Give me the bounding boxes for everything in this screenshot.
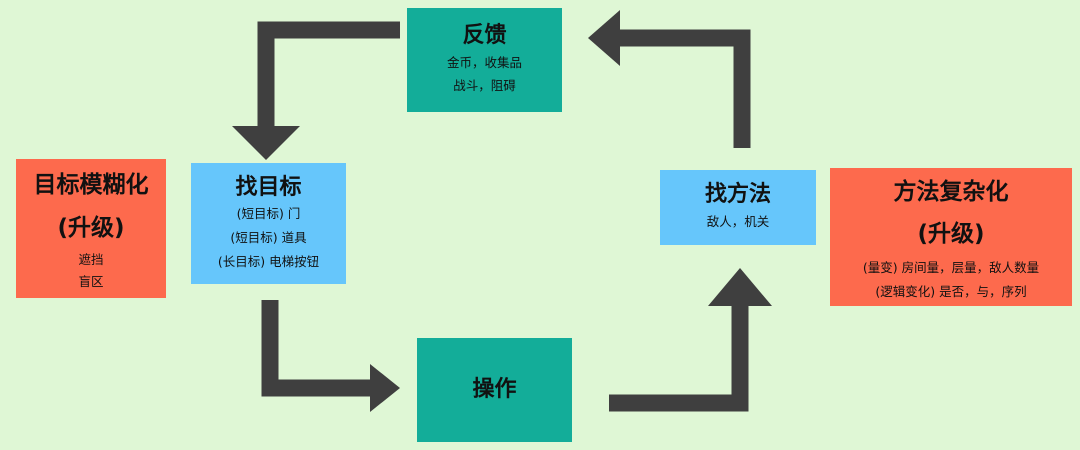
node-operate-title: 操作 xyxy=(472,376,517,402)
node-goal-blur-line: 遮挡 xyxy=(78,252,104,268)
arrow-operate-to-method xyxy=(609,304,749,412)
arrowhead-feedback-to-goal xyxy=(232,126,300,160)
arrowhead-operate-to-method xyxy=(708,268,772,306)
node-feedback-line: 战斗，阻碍 xyxy=(453,78,516,94)
node-find-goal: 找目标 (短目标) 门 (短目标) 道具 (长目标) 电梯按钮 xyxy=(191,163,346,284)
arrowhead-method-to-feedback xyxy=(588,10,620,66)
arrow-goal-to-operate xyxy=(261,300,372,397)
arrow-feedback-to-goal xyxy=(257,21,400,128)
node-method-complex: 方法复杂化 (升级) (量变) 房间量，层量，敌人数量 (逻辑变化) 是否，与，… xyxy=(830,168,1072,306)
node-goal-blur-title: 目标模糊化 xyxy=(33,172,149,199)
arrowhead-goal-to-operate xyxy=(370,364,400,412)
node-find-goal-line: (短目标) 道具 xyxy=(230,229,307,245)
node-goal-blur-line: 盲区 xyxy=(78,274,104,290)
node-method-complex-title: 方法复杂化 xyxy=(893,178,1009,205)
node-feedback: 反馈 金币，收集品 战斗，阻碍 xyxy=(407,8,562,112)
arrow-method-to-feedback xyxy=(618,29,751,148)
node-find-method: 找方法 敌人，机关 xyxy=(660,170,816,245)
node-feedback-title: 反馈 xyxy=(462,22,507,48)
node-find-goal-line: (短目标) 门 xyxy=(236,206,301,222)
node-feedback-line: 金币，收集品 xyxy=(446,54,522,70)
node-goal-blur-subtitle: (升级) xyxy=(57,214,125,241)
node-find-method-title: 找方法 xyxy=(704,182,771,208)
node-find-goal-line: (长目标) 电梯按钮 xyxy=(217,253,320,269)
node-find-method-line: 敌人，机关 xyxy=(706,213,770,229)
node-find-goal-title: 找目标 xyxy=(235,174,302,200)
node-method-complex-line: (量变) 房间量，层量，敌人数量 xyxy=(862,259,1040,275)
node-operate: 操作 xyxy=(417,338,572,442)
node-method-complex-subtitle: (升级) xyxy=(917,221,985,248)
node-goal-blur: 目标模糊化 (升级) 遮挡 盲区 xyxy=(16,159,166,298)
node-method-complex-line: (逻辑变化) 是否，与，序列 xyxy=(875,283,1027,299)
